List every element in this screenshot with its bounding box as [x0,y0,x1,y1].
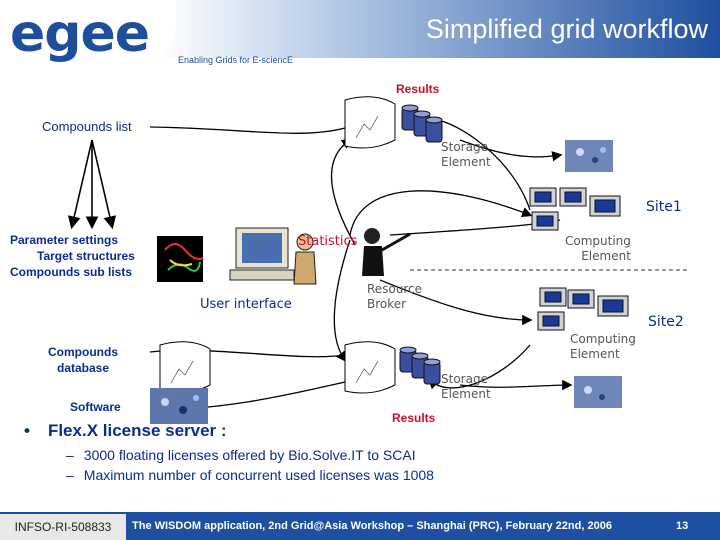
compounds-sub-lists-label: Compounds sub lists [10,265,133,279]
site1-label: Site1 [646,199,682,215]
egee-logo: egee [10,4,150,64]
page-number: 13 [676,520,689,532]
resource-broker-figure [362,228,411,276]
sub-bullet-text: Maximum number of concurrent used licens… [83,467,434,483]
bullet-marker: • [24,421,30,440]
parameter-settings-label: Parameter settings [10,233,119,247]
sub-bullet-text: 3000 floating licenses offered by Bio.So… [83,447,416,463]
compounds-database-label: Compounds database [48,345,118,375]
sub-bullet-1: –3000 floating licenses offered by Bio.S… [66,447,416,463]
results-doc-bottom [344,341,396,394]
page-title: Simplified grid workflow [425,14,708,44]
sub-bullet-marker: – [66,467,74,483]
tagline: Enabling Grids for E-sciencE [178,55,294,65]
footer-project-id: INFSO-RI-508833 [0,514,126,540]
bullet-main: • Flex.X license server : [24,421,227,441]
statistics-label: Statistics [298,234,358,249]
computing-element-label-bottom: Computing Element [570,332,636,361]
compounds-list-label: Compounds list [42,119,132,134]
compounds-fan-arrows [67,139,117,230]
flow-curves [149,111,573,411]
results-label-bottom: Results [392,411,436,425]
computing-element-label-top: Computing Element [565,234,631,263]
user-workstation [229,227,317,285]
logo-area: egee [0,0,176,64]
target-structures-label: Target structures [37,249,135,263]
results-doc-top [344,96,396,149]
sub-bullet-marker: – [66,447,74,463]
storage-cylinders-bottom [399,346,441,385]
software-molecule-image [150,388,208,424]
bullet-main-text: Flex.X license server : [47,421,227,440]
molecule-image-top [565,140,613,172]
resource-broker-label: Resource Broker [367,282,423,311]
storage-cylinders-top [401,104,443,143]
storage-element-label-bottom: Storage Element [441,372,491,401]
protein-structure-image [157,236,204,282]
results-label-top: Results [396,82,440,96]
footer-caption: The WISDOM application, 2nd Grid@Asia Wo… [132,520,612,532]
compounds-database-doc [159,341,211,394]
site2-label: Site2 [648,314,684,330]
storage-element-label-top: Storage Element [441,140,491,169]
software-label: Software [70,400,121,414]
user-interface-label: User interface [200,297,292,312]
site2-computers [537,287,629,331]
sub-bullet-2: –Maximum number of concurrent used licen… [66,467,434,483]
site1-computers [529,187,621,231]
molecule-image-bottom [574,376,622,408]
